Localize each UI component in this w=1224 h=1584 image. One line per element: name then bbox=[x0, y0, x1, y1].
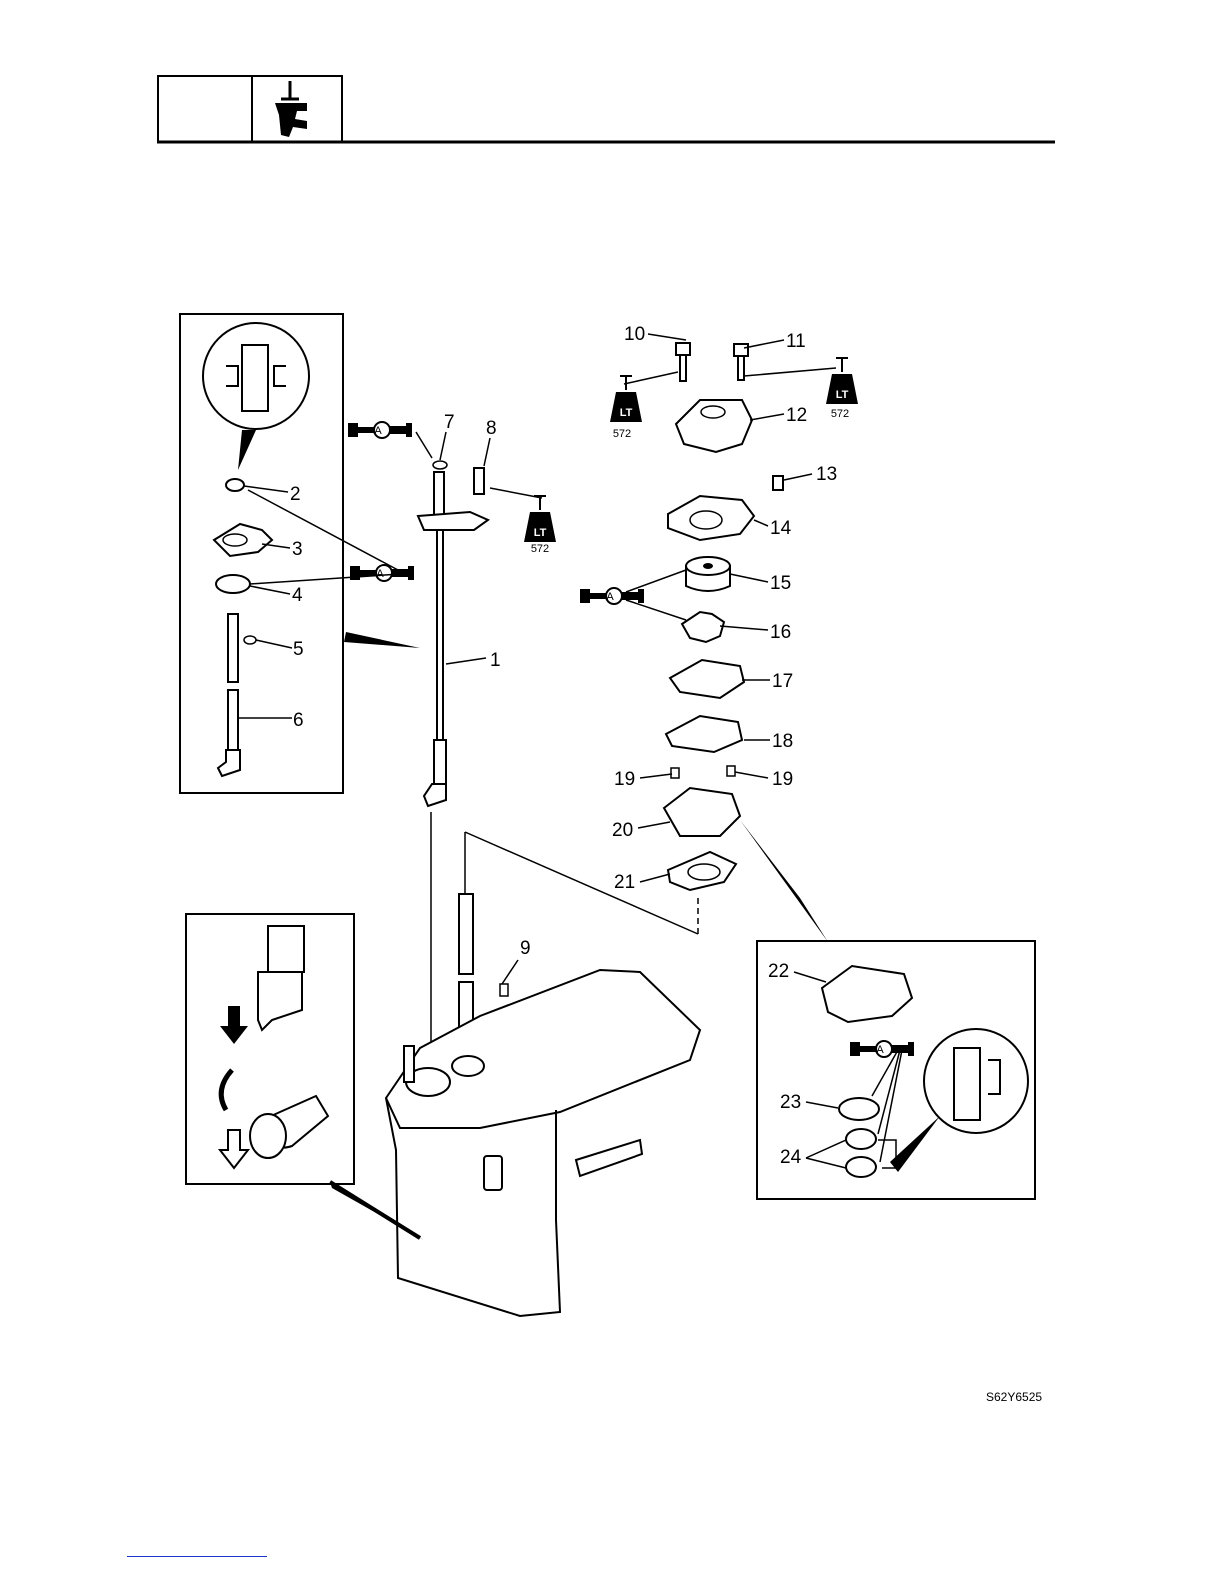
svg-text:A: A bbox=[374, 425, 382, 437]
shift-rod-inset bbox=[180, 314, 343, 793]
callout-3: 3 bbox=[292, 539, 303, 560]
svg-text:572: 572 bbox=[531, 543, 549, 555]
callout-6: 6 bbox=[293, 710, 304, 731]
water-pump-parts bbox=[664, 343, 828, 942]
callout-18: 18 bbox=[772, 731, 793, 752]
footer-rule bbox=[127, 1556, 267, 1557]
callout-17: 17 bbox=[772, 671, 793, 692]
svg-text:A: A bbox=[376, 568, 384, 580]
callout-14: 14 bbox=[770, 518, 792, 539]
callout-8: 8 bbox=[486, 418, 497, 439]
callout-13: 13 bbox=[816, 464, 837, 485]
callout-9: 9 bbox=[520, 938, 531, 959]
callout-10: 10 bbox=[624, 324, 645, 345]
callout-2: 2 bbox=[290, 484, 301, 505]
svg-text:LT: LT bbox=[534, 527, 547, 539]
callout-20: 20 bbox=[612, 820, 633, 841]
svg-text:LT: LT bbox=[620, 407, 633, 419]
callout-4: 4 bbox=[292, 585, 303, 606]
callout-24: 24 bbox=[780, 1147, 802, 1168]
callout-23: 23 bbox=[780, 1092, 801, 1113]
arrow-down-icon bbox=[220, 1006, 248, 1044]
callout-22: 22 bbox=[768, 961, 789, 982]
clutch-install-inset bbox=[186, 914, 424, 1240]
rotate-icon bbox=[221, 1070, 232, 1110]
svg-text:A: A bbox=[606, 591, 614, 603]
svg-text:572: 572 bbox=[831, 408, 849, 420]
callout-21: 21 bbox=[614, 872, 635, 893]
lower-casing bbox=[386, 970, 700, 1316]
callout-16: 16 bbox=[770, 622, 791, 643]
callout-15: 15 bbox=[770, 573, 791, 594]
callout-1: 1 bbox=[490, 650, 501, 671]
svg-text:A: A bbox=[876, 1044, 884, 1056]
svg-text:572: 572 bbox=[613, 428, 631, 440]
figure-code: S62Y6525 bbox=[986, 1390, 1042, 1404]
callout-5: 5 bbox=[293, 639, 304, 660]
callout-11: 11 bbox=[786, 331, 806, 352]
callout-19-left: 19 bbox=[614, 769, 635, 790]
callout-7: 7 bbox=[444, 412, 455, 433]
svg-text:LT: LT bbox=[836, 389, 849, 401]
callout-19-right: 19 bbox=[772, 769, 793, 790]
callout-12: 12 bbox=[786, 405, 807, 426]
